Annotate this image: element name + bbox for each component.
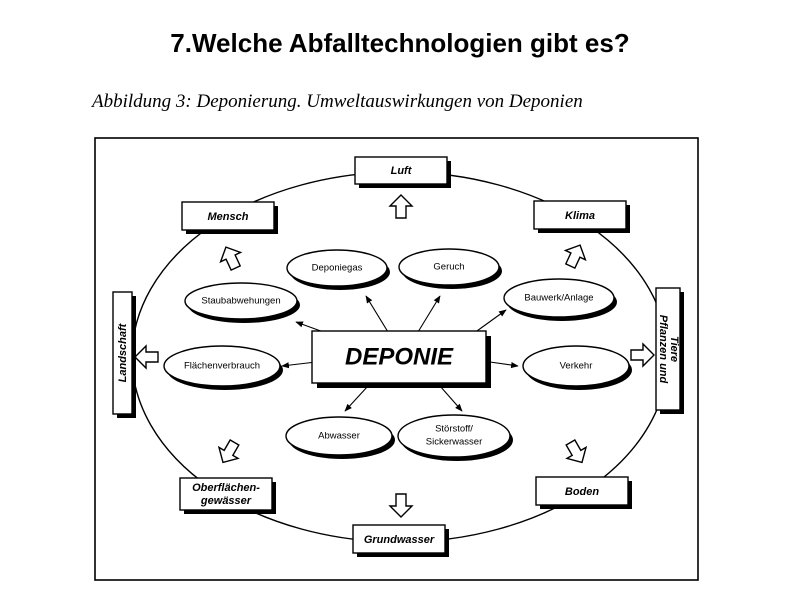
hollow-arrows [134, 194, 655, 518]
svg-text:Staubabwehungen: Staubabwehungen [201, 296, 280, 307]
box-landschaft: Landschaft [112, 291, 136, 418]
oval-bauwerk-anlage: Bauwerk/Anlage [503, 278, 617, 321]
hollow-arrow-landschaft-icon [134, 344, 159, 370]
svg-text:Pflanzen und: Pflanzen und [657, 315, 669, 384]
svg-text:Grundwasser: Grundwasser [364, 534, 435, 546]
figure-caption: Abbildung 3: Deponierung. Umweltauswirku… [92, 91, 583, 112]
center-box: DEPONIE [311, 330, 491, 388]
oval-verkehr: Verkehr [522, 345, 632, 390]
svg-text:Luft: Luft [391, 165, 413, 177]
svg-text:Tiere: Tiere [668, 336, 680, 362]
box-klima: Klima [533, 200, 630, 233]
arrow-to-verkehr [489, 361, 519, 369]
arrow-to-flaechenverbrauch [281, 361, 317, 369]
arrow-to-abwasser [344, 385, 369, 412]
slide-title: 7.Welche Abfalltechnologien gibt es? [170, 28, 630, 58]
oval-geruch: Geruch [398, 248, 502, 289]
oval-flaechenverbrauch: Flächenverbrauch [163, 345, 283, 390]
svg-text:Flächenverbrauch: Flächenverbrauch [184, 361, 260, 372]
hollow-arrow-down-grundwasser-icon [388, 493, 414, 518]
oval-staubabwehungen: Staubabwehungen [184, 282, 300, 323]
hollow-arrow-boden-icon [565, 439, 588, 464]
box-mensch: Mensch [181, 201, 278, 234]
svg-text:Sickerwasser: Sickerwasser [426, 437, 483, 448]
box-pflanzen-und-tiere: Pflanzen und Tiere [655, 287, 684, 414]
svg-text:Oberflächen-: Oberflächen- [192, 482, 260, 494]
hollow-arrow-up-luft-icon [388, 194, 414, 219]
svg-text:Deponiegas: Deponiegas [312, 263, 363, 274]
box-luft: Luft [354, 156, 451, 188]
svg-text:Bauwerk/Anlage: Bauwerk/Anlage [524, 293, 593, 304]
oval-deponiegas: Deponiegas [286, 249, 390, 290]
svg-text:Landschaft: Landschaft [117, 322, 129, 382]
oval-stoerstoff-sickerwasser: Störstoff/ Sickerwasser [397, 414, 513, 461]
center-label: DEPONIE [345, 343, 454, 370]
hollow-arrow-klima-icon [563, 244, 587, 270]
diagram-frame [94, 137, 699, 581]
svg-text:Verkehr: Verkehr [560, 361, 593, 372]
svg-text:gewässer: gewässer [200, 495, 252, 507]
arrow-to-geruch [417, 295, 441, 333]
arrow-to-deponiegas [365, 295, 389, 333]
hollow-arrow-pflanzen-icon [630, 342, 655, 368]
svg-text:Geruch: Geruch [433, 262, 464, 273]
hollow-arrow-mensch-icon [219, 246, 243, 272]
svg-text:Mensch: Mensch [208, 211, 249, 223]
oval-abwasser: Abwasser [285, 416, 395, 459]
svg-text:Boden: Boden [565, 486, 600, 498]
arrow-to-stoerstoff [439, 385, 463, 412]
center-arrows [281, 295, 519, 412]
svg-text:Störstoff/: Störstoff/ [435, 424, 473, 435]
box-oberflaechengewaesser: Oberflächen- gewässer [179, 477, 276, 514]
svg-text:Klima: Klima [565, 210, 595, 222]
box-grundwasser: Grundwasser [352, 524, 449, 557]
box-boden: Boden [535, 476, 632, 509]
svg-text:Abwasser: Abwasser [318, 431, 360, 442]
hollow-arrow-oberflaechengewaesser-icon [217, 439, 240, 464]
